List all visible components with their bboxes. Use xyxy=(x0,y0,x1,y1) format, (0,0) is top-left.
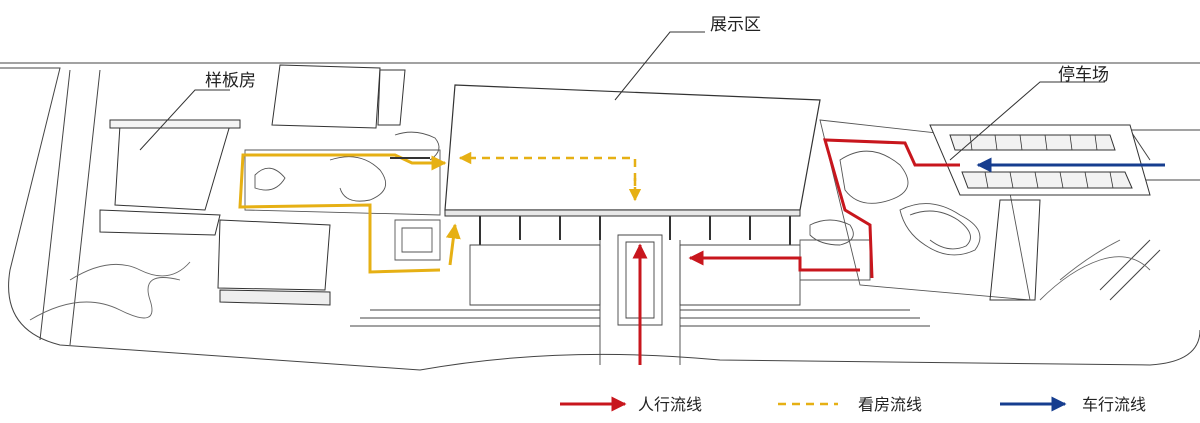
landscape-curves xyxy=(29,239,1151,321)
legend-vehicle: 车行流线 xyxy=(1082,395,1146,414)
exhibition-hall xyxy=(444,84,821,245)
viewing-route-dashed xyxy=(458,151,642,202)
pedestrian-route-east xyxy=(688,250,860,272)
label-exhibition: 展示区 xyxy=(710,15,761,35)
label-parking: 停车场 xyxy=(1058,65,1109,85)
legend: 人行流线 看房流线 车行流线 xyxy=(560,395,1146,414)
south-terraces xyxy=(350,234,930,365)
model-house-building xyxy=(99,64,406,306)
viewing-route xyxy=(238,153,461,274)
legend-viewing: 看房流线 xyxy=(858,395,922,414)
label-model-house: 样板房 xyxy=(205,71,256,91)
pedestrian-route xyxy=(632,138,960,365)
central-garden xyxy=(244,131,441,261)
viewing-route-loop xyxy=(238,153,447,274)
parking-structure xyxy=(929,124,1151,301)
viewing-route-entry xyxy=(445,223,461,266)
legend-pedestrian: 人行流线 xyxy=(638,395,702,414)
leader-lines xyxy=(139,31,1105,161)
